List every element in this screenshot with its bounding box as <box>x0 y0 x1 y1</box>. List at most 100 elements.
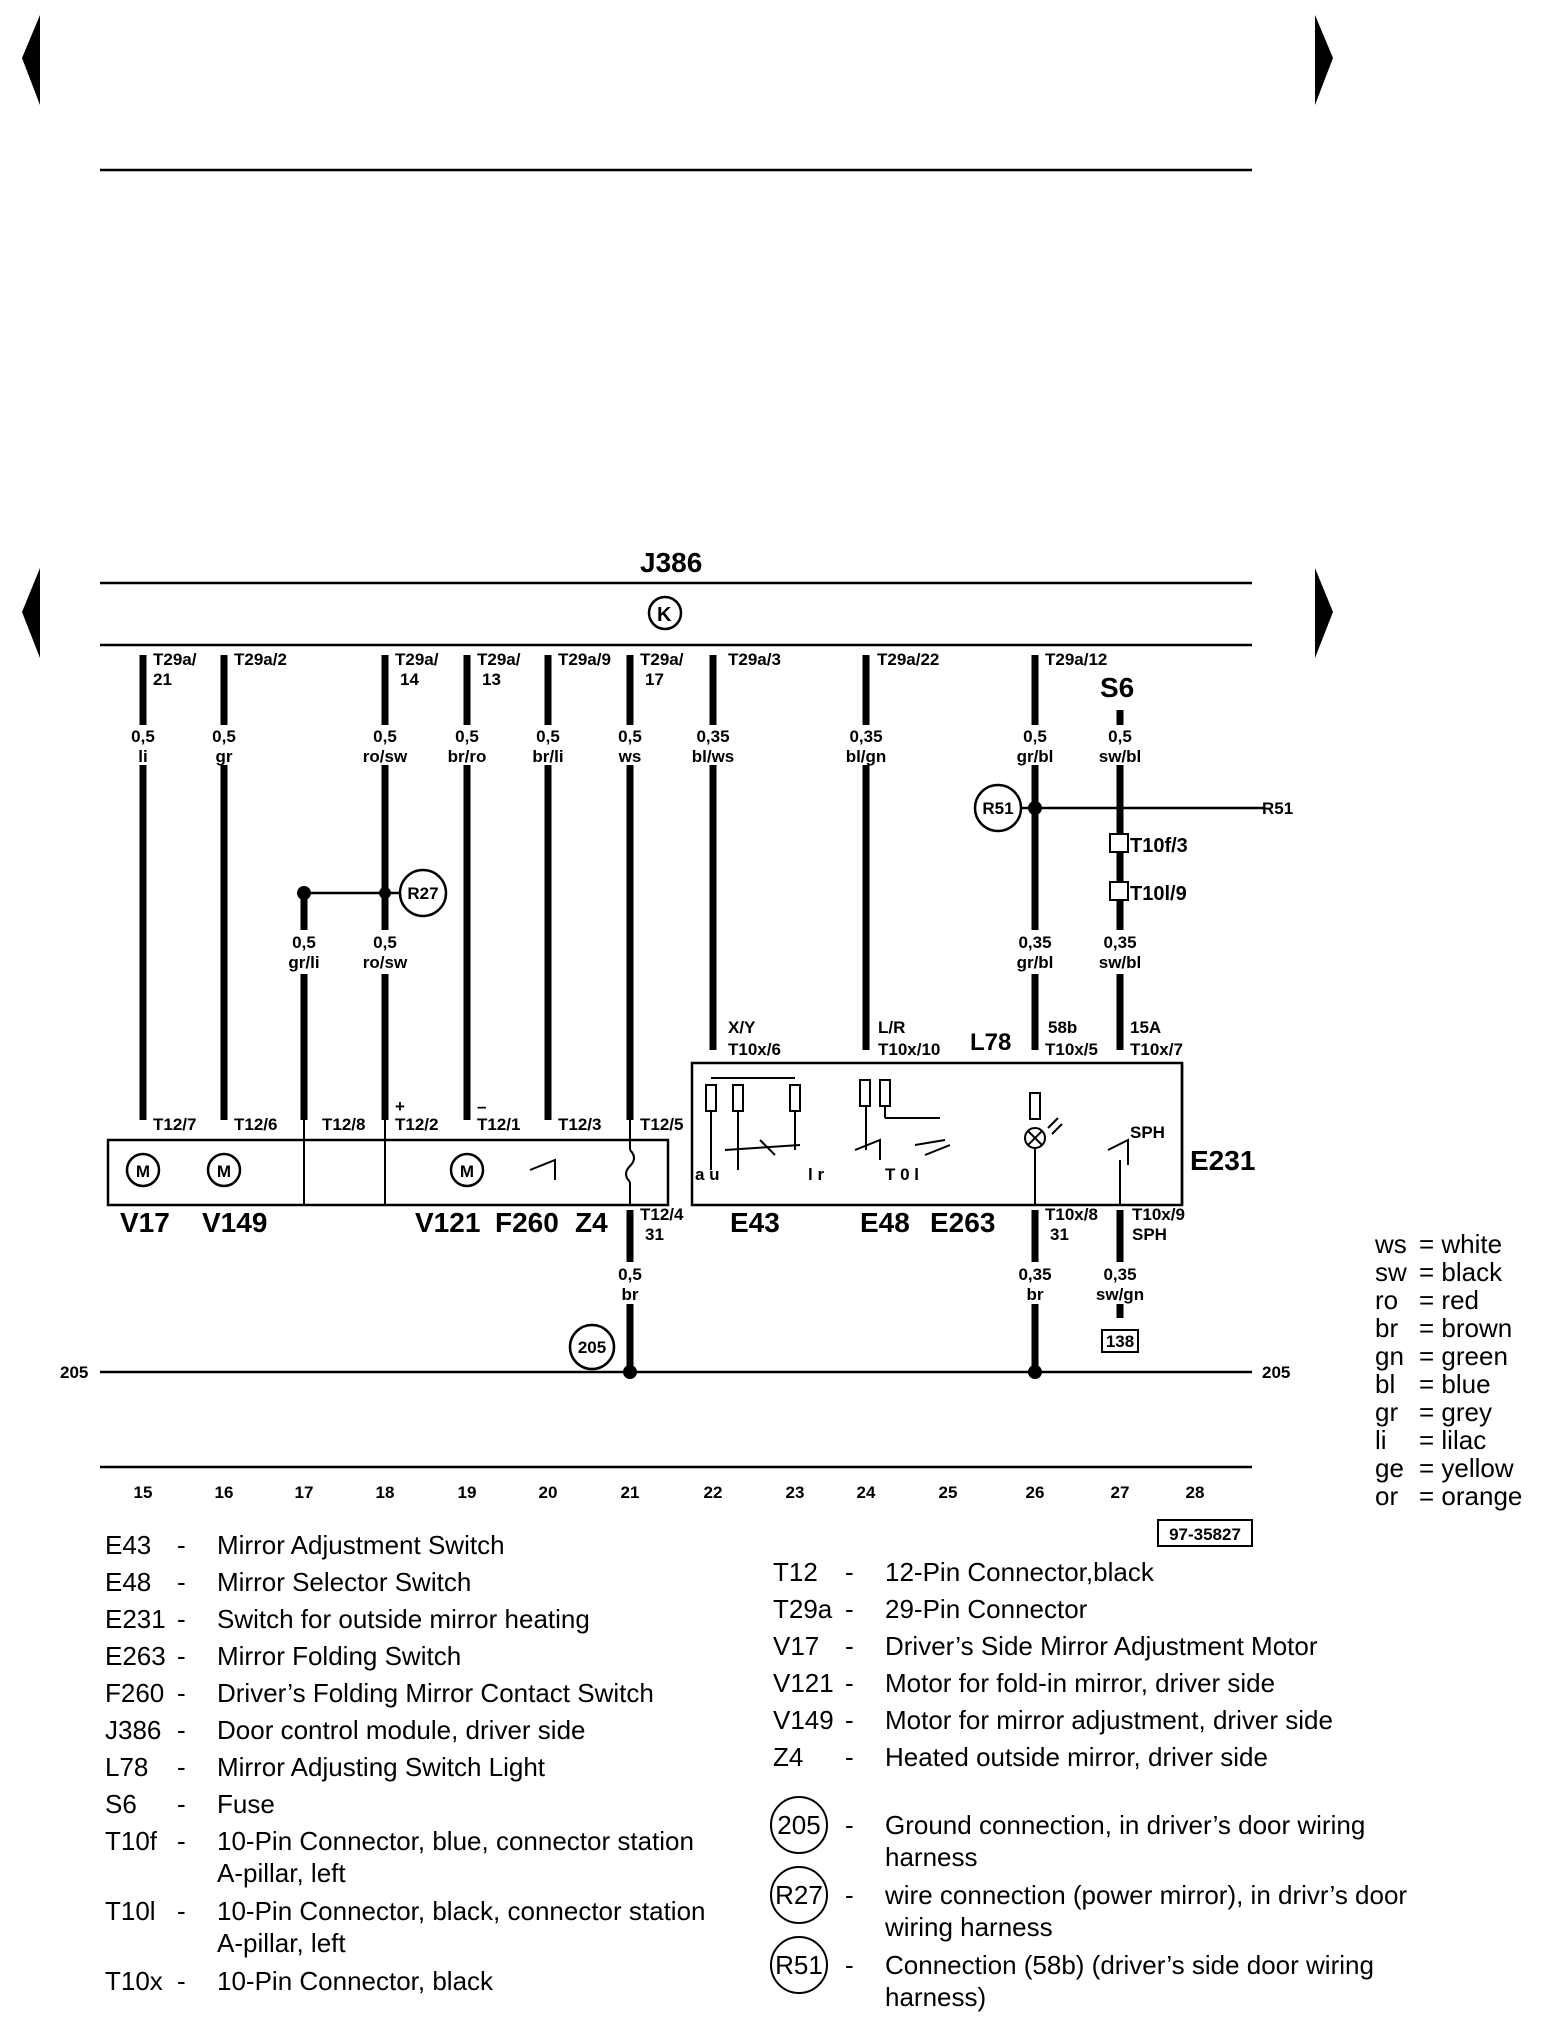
color-code-legend: ws= white sw= black ro= red br= brown gn… <box>1375 1230 1522 1510</box>
component-e263: E263 <box>930 1207 995 1238</box>
prev-page-arrow-top[interactable] <box>22 15 40 105</box>
svg-text:0,5: 0,5 <box>455 727 479 746</box>
column-number: 27 <box>1111 1483 1130 1502</box>
color-code-row: ro= red <box>1375 1285 1479 1315</box>
svg-text:K: K <box>657 604 672 626</box>
svg-text:sw/bl: sw/bl <box>1099 747 1142 766</box>
pin-label: T29a/ <box>395 650 439 669</box>
svg-text:0,5: 0,5 <box>618 727 642 746</box>
splice-r51-icon <box>973 783 1023 833</box>
column-number: 16 <box>215 1483 234 1502</box>
legend-symbol-icon: R51 <box>770 1936 828 1994</box>
svg-text:205: 205 <box>60 1363 88 1382</box>
column-number: 19 <box>458 1483 477 1502</box>
svg-text:0,35: 0,35 <box>849 727 882 746</box>
column-number: 21 <box>621 1483 640 1502</box>
svg-text:T 0 l: T 0 l <box>885 1165 919 1184</box>
svg-text:gr/bl: gr/bl <box>1017 953 1054 972</box>
component-v17: V17 <box>120 1207 170 1238</box>
legend-symbol-icon: R27 <box>770 1866 828 1924</box>
svg-text:0,5: 0,5 <box>292 933 316 952</box>
wire-labels-upper: 0,5li 0,5gr 0,5ro/sw 0,5br/ro 0,5br/li 0… <box>125 725 1148 766</box>
color-code-row: gn= green <box>1375 1341 1508 1371</box>
svg-text:0,35: 0,35 <box>696 727 729 746</box>
svg-text:ro/sw: ro/sw <box>363 747 408 766</box>
column-number: 17 <box>295 1483 314 1502</box>
pin-label: T29a/22 <box>877 650 939 669</box>
svg-text:T12/3: T12/3 <box>558 1115 601 1134</box>
svg-text:138: 138 <box>1106 1332 1134 1351</box>
svg-text:R51: R51 <box>982 799 1013 818</box>
svg-text:15A: 15A <box>1130 1018 1161 1037</box>
reference-138-box <box>1101 1329 1139 1353</box>
svg-text:br/li: br/li <box>532 747 563 766</box>
connector-t10l-label: T10l/9 <box>1130 883 1187 905</box>
svg-text:0,5: 0,5 <box>618 1265 642 1284</box>
svg-text:M: M <box>460 1162 474 1181</box>
svg-text:SPH: SPH <box>1132 1225 1167 1244</box>
module-label-j386: J386 <box>640 547 702 578</box>
svg-text:0,35: 0,35 <box>1103 933 1136 952</box>
svg-text:T10x/9: T10x/9 <box>1132 1205 1185 1224</box>
svg-text:T10x/10: T10x/10 <box>878 1040 940 1059</box>
legend-symbol-icon: 205 <box>770 1796 828 1854</box>
next-page-arrow-mid[interactable] <box>1315 568 1333 658</box>
svg-text:T12/5: T12/5 <box>640 1115 683 1134</box>
svg-text:L78: L78 <box>970 1029 1011 1056</box>
svg-text:a u: a u <box>695 1165 720 1184</box>
color-code-row: ws= white <box>1375 1229 1503 1259</box>
pin-labels: T29a/ 21 T29a/2 T29a/ 14 T29a/ 13 T29a/9… <box>153 650 1107 689</box>
column-number: 15 <box>134 1483 153 1502</box>
svg-text:br/ro: br/ro <box>448 747 487 766</box>
prev-page-arrow-mid[interactable] <box>22 568 40 658</box>
component-f260: F260 <box>495 1207 559 1238</box>
svg-text:0,5: 0,5 <box>373 727 397 746</box>
next-page-arrow-top[interactable] <box>1315 15 1333 105</box>
e231-label: E231 <box>1190 1145 1255 1176</box>
svg-text:0,5: 0,5 <box>212 727 236 746</box>
svg-text:0,5: 0,5 <box>536 727 560 746</box>
svg-text:0,5: 0,5 <box>131 727 155 746</box>
svg-text:205: 205 <box>578 1338 606 1357</box>
color-code-row: li= lilac <box>1375 1425 1487 1455</box>
motor-icons: M M M <box>125 1152 485 1188</box>
switch-connector-labels: X/Y T10x/6 L/R T10x/10 L78 58b T10x/5 15… <box>695 1018 1183 1184</box>
svg-text:sw/bl: sw/bl <box>1099 953 1142 972</box>
column-number: 25 <box>939 1483 958 1502</box>
r51-right-label: R51 <box>1262 799 1293 818</box>
svg-text:T12/4: T12/4 <box>640 1205 684 1224</box>
switch-internals <box>705 1077 1129 1205</box>
pin-label: 14 <box>400 670 419 689</box>
svg-text:T12/2: T12/2 <box>395 1115 438 1134</box>
column-number: 26 <box>1026 1483 1045 1502</box>
pin-label: T29a/12 <box>1045 650 1107 669</box>
ground-205-icon <box>568 1323 616 1371</box>
svg-text:l r: l r <box>808 1165 824 1184</box>
svg-text:+: + <box>395 1097 405 1116</box>
svg-text:97-35827: 97-35827 <box>1169 1525 1241 1544</box>
svg-text:T10x/7: T10x/7 <box>1130 1040 1183 1059</box>
svg-text:gr: gr <box>216 747 233 766</box>
column-number: 23 <box>786 1483 805 1502</box>
component-e48: E48 <box>860 1207 910 1238</box>
component-v121: V121 <box>415 1207 480 1238</box>
color-code-row: ge= yellow <box>1375 1453 1514 1483</box>
svg-text:31: 31 <box>1050 1225 1069 1244</box>
column-number: 22 <box>704 1483 723 1502</box>
column-number: 20 <box>539 1483 558 1502</box>
pin-label: 21 <box>153 670 172 689</box>
svg-text:–: – <box>477 1097 486 1116</box>
svg-text:bl/gn: bl/gn <box>846 747 887 766</box>
pin-label: 17 <box>645 670 664 689</box>
svg-text:T10x/8: T10x/8 <box>1045 1205 1098 1224</box>
svg-text:0,5: 0,5 <box>373 933 397 952</box>
column-number: 28 <box>1186 1483 1205 1502</box>
svg-text:bl/ws: bl/ws <box>692 747 735 766</box>
svg-text:SPH: SPH <box>1130 1123 1165 1142</box>
svg-text:T12/8: T12/8 <box>322 1115 365 1134</box>
component-e43: E43 <box>730 1207 780 1238</box>
